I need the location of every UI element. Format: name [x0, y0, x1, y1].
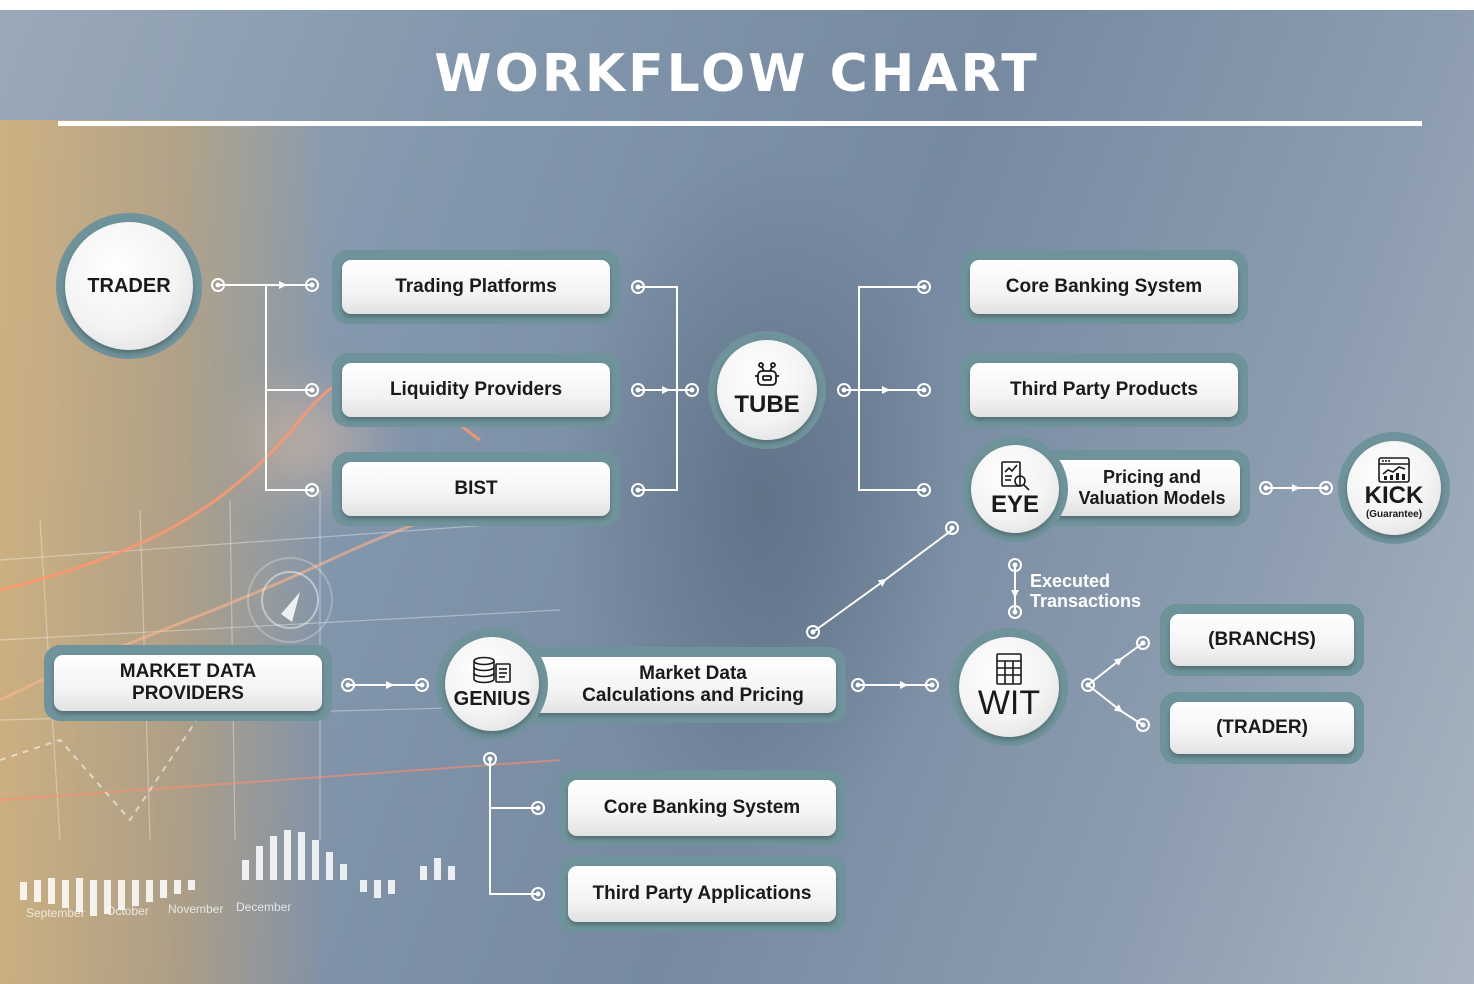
genius-label: GENIUS [453, 688, 531, 710]
background-month-label: September [26, 906, 85, 920]
core-banking-top-label: Core Banking System [970, 260, 1238, 314]
liquidity-providers-node: Liquidity Providers [332, 353, 620, 427]
dashboard-chart-icon [1378, 456, 1410, 483]
tube-node: TUBE [708, 331, 826, 449]
spreadsheet-icon [996, 653, 1022, 685]
core-banking-top-node: Core Banking System [960, 250, 1248, 324]
market-data-label-line1: MARKET DATA [119, 661, 257, 682]
market-data-calculations-node: Market Data Calculations and Pricing [500, 647, 846, 723]
trading-platforms-label: Trading Platforms [342, 260, 610, 314]
genius-node: GENIUS [436, 628, 548, 740]
background-month-label: November [168, 902, 224, 916]
market-data-providers-node: MARKET DATA PROVIDERS [44, 645, 332, 721]
report-magnifier-icon [1001, 461, 1030, 491]
trader-output-label: (TRADER) [1170, 702, 1354, 754]
robot-icon [755, 362, 779, 386]
third-party-applications-label: Third Party Applications [568, 866, 836, 922]
market-data-label-line2: PROVIDERS [132, 683, 244, 704]
background-month-label: December [236, 900, 292, 914]
branchs-node: (BRANCHS) [1160, 604, 1364, 676]
trader-label: TRADER [87, 275, 171, 297]
eye-node: EYE [962, 436, 1068, 542]
chart-title: WORKFLOW CHART [434, 44, 1040, 104]
pricing-label-line1: Pricing and [1102, 467, 1201, 487]
database-document-icon [473, 656, 511, 684]
kick-sublabel: (Guarantee) [1365, 508, 1423, 520]
mdcalc-label-line1: Market Data [639, 663, 747, 684]
core-banking-bottom-node: Core Banking System [558, 770, 846, 846]
executed-line1: Executed [1030, 571, 1111, 591]
third-party-applications-node: Third Party Applications [558, 856, 846, 932]
kick-label: KICK [1364, 481, 1424, 509]
eye-label: EYE [990, 491, 1040, 518]
bist-label: BIST [342, 462, 610, 516]
executed-line2: Transactions [1030, 591, 1142, 611]
core-banking-bottom-label: Core Banking System [568, 780, 836, 836]
mdcalc-label-line2: Calculations and Pricing [582, 685, 804, 706]
trading-platforms-node: Trading Platforms [332, 250, 620, 324]
tube-label: TUBE [734, 391, 800, 418]
wit-node: WIT [950, 628, 1068, 746]
pricing-label-line2: Valuation Models [1078, 488, 1226, 508]
branchs-label: (BRANCHS) [1170, 614, 1354, 666]
bist-node: BIST [332, 452, 620, 526]
trader-node: TRADER [56, 213, 202, 359]
third-party-products-node: Third Party Products [960, 353, 1248, 427]
title-underline [58, 121, 1422, 126]
kick-node: KICK (Guarantee) [1338, 432, 1450, 544]
trader-output-node: (TRADER) [1160, 692, 1364, 764]
liquidity-providers-label: Liquidity Providers [342, 363, 610, 417]
background-building-shadow [560, 150, 960, 850]
third-party-products-label: Third Party Products [970, 363, 1238, 417]
executed-transactions-label: Executed Transactions [1030, 571, 1141, 611]
background-month-label: October [106, 904, 149, 918]
wit-label: WIT [977, 684, 1041, 722]
